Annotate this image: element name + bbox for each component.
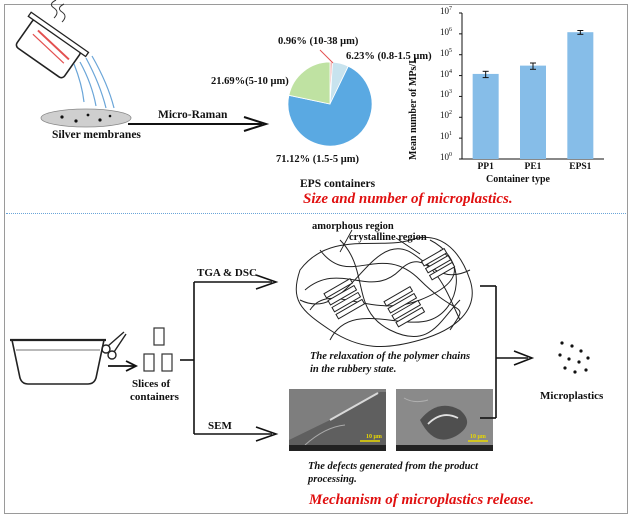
merge-connector	[480, 285, 535, 419]
y-tick-label: 100	[440, 152, 452, 162]
pie-slice-3	[287, 65, 373, 147]
defects-text-line2: processing.	[308, 474, 357, 485]
crystalline-pointer	[395, 237, 421, 255]
bar-EPS1	[567, 32, 594, 160]
basin-icon	[10, 338, 106, 385]
pie-label-1.5-5: 71.12% (1.5-5 μm)	[276, 154, 359, 165]
pie-chart	[287, 61, 373, 147]
y-tick-label: 106	[440, 26, 452, 37]
tga-dsc-label: TGA & DSC	[197, 267, 257, 279]
pie-label-10-38: 0.96% (10-38 μm)	[278, 36, 359, 47]
y-tick-label: 104	[440, 68, 452, 79]
bar-chart-xlabel: Container type	[486, 174, 550, 185]
bar-PE1	[520, 65, 546, 159]
sem-image-2	[396, 389, 493, 451]
relaxation-text-line1: The relaxation of the polymer chains	[310, 351, 471, 362]
crystalline-lamellae-icon	[323, 247, 456, 328]
scissors-icon	[101, 331, 127, 360]
slices-label-line1: Slices of	[132, 378, 171, 390]
bar-PP1	[472, 73, 499, 159]
y-tick-label: 107	[440, 6, 452, 16]
figure-frame	[4, 4, 628, 514]
micro-raman-label: Micro-Raman	[158, 109, 228, 121]
pie-leader-line	[319, 49, 334, 64]
y-tick-label: 102	[440, 110, 452, 121]
water-stream-icon	[73, 55, 115, 109]
branch-connector	[180, 274, 279, 442]
micro-raman-arrow	[128, 116, 270, 132]
sem-label: SEM	[208, 420, 232, 432]
slice-rectangles-icon	[143, 327, 173, 372]
sem-scale-label-1: 10 μm	[366, 434, 382, 440]
microplastics-label: Microplastics	[540, 390, 604, 402]
defects-text-line1: The defects generated from the product	[308, 461, 479, 472]
x-tick-label-PP1: PP1	[477, 162, 494, 172]
silver-membrane-icon	[40, 108, 132, 128]
size-title: Size and number of microplastics.	[303, 191, 513, 207]
bar-chart-ylabel: Mean number of MPs/L	[408, 57, 419, 160]
slices-label-line2: containers	[130, 391, 179, 403]
bar-chart	[459, 12, 604, 160]
eps-containers-label: EPS containers	[300, 178, 376, 190]
sem-scale-label-2: 10 μm	[470, 434, 486, 440]
pie-slice-2	[288, 61, 331, 105]
arrow-to-slices	[108, 360, 139, 372]
section-divider	[6, 213, 626, 214]
amorphous-label: amorphous region	[312, 221, 394, 232]
y-tick-label: 103	[440, 89, 452, 100]
amorphous-pointer	[339, 229, 353, 253]
microplastics-dots-icon	[558, 341, 590, 374]
silver-membranes-label: Silver membranes	[52, 129, 141, 141]
y-tick-label: 105	[440, 47, 452, 58]
relaxation-text-line2: in the rubbery state.	[310, 364, 397, 375]
x-tick-label-EPS1: EPS1	[569, 162, 592, 172]
sem-image-1	[289, 389, 386, 451]
pouring-pot-icon	[15, 0, 90, 79]
pie-label-5-10: 21.69%(5-10 μm)	[211, 76, 289, 87]
crystalline-label: crystalline region	[349, 232, 427, 243]
mechanism-title: Mechanism of microplastics release.	[309, 492, 534, 508]
x-tick-label-PE1: PE1	[524, 162, 542, 172]
y-tick-label: 101	[440, 131, 452, 142]
pie-label-0.8-1.5: 6.23% (0.8-1.5 μm)	[346, 51, 432, 62]
